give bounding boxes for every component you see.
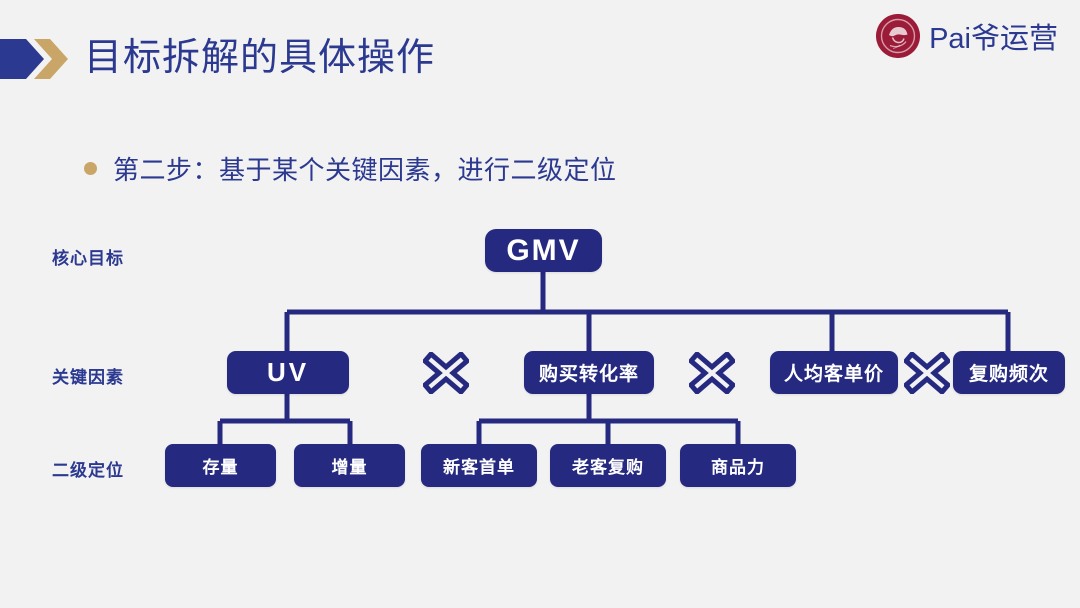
node-purchase-conversion-rate[interactable]: 购买转化率	[524, 351, 654, 394]
row-label-secondary: 二级定位	[52, 461, 124, 480]
node-new-customer-first-order[interactable]: 新客首单	[421, 444, 537, 487]
subtitle-row: 第二步：基于某个关键因素，进行二级定位	[84, 150, 617, 187]
node-product-strength[interactable]: 商品力	[680, 444, 796, 487]
node-repurchase-frequency[interactable]: 复购频次	[953, 351, 1065, 394]
subtitle-text: 第二步：基于某个关键因素，进行二级定位	[113, 155, 617, 185]
person-portrait-avatar-icon	[876, 14, 921, 58]
bullet-dot-icon	[84, 162, 97, 175]
node-uv[interactable]: UV	[227, 351, 349, 394]
multiply-icon-2	[687, 350, 737, 399]
row-label-core-goal: 核心目标	[52, 249, 124, 268]
node-existing-volume[interactable]: 存量	[165, 444, 276, 487]
node-returning-customer-repurchase[interactable]: 老客复购	[550, 444, 666, 487]
multiply-icon-3	[902, 350, 952, 399]
node-average-order-value[interactable]: 人均客单价	[770, 351, 898, 394]
row-label-key-factors: 关键因素	[52, 368, 124, 387]
multiply-icon-1	[421, 350, 471, 399]
double-chevron-arrow-icon	[0, 33, 72, 85]
page-title: 目标拆解的具体操作	[84, 37, 436, 79]
brand-name: Pai爷运营	[929, 23, 1058, 55]
node-incremental-volume[interactable]: 增量	[294, 444, 405, 487]
brand-logo: Pai爷运营	[876, 14, 1058, 58]
node-gmv[interactable]: GMV	[485, 229, 602, 272]
